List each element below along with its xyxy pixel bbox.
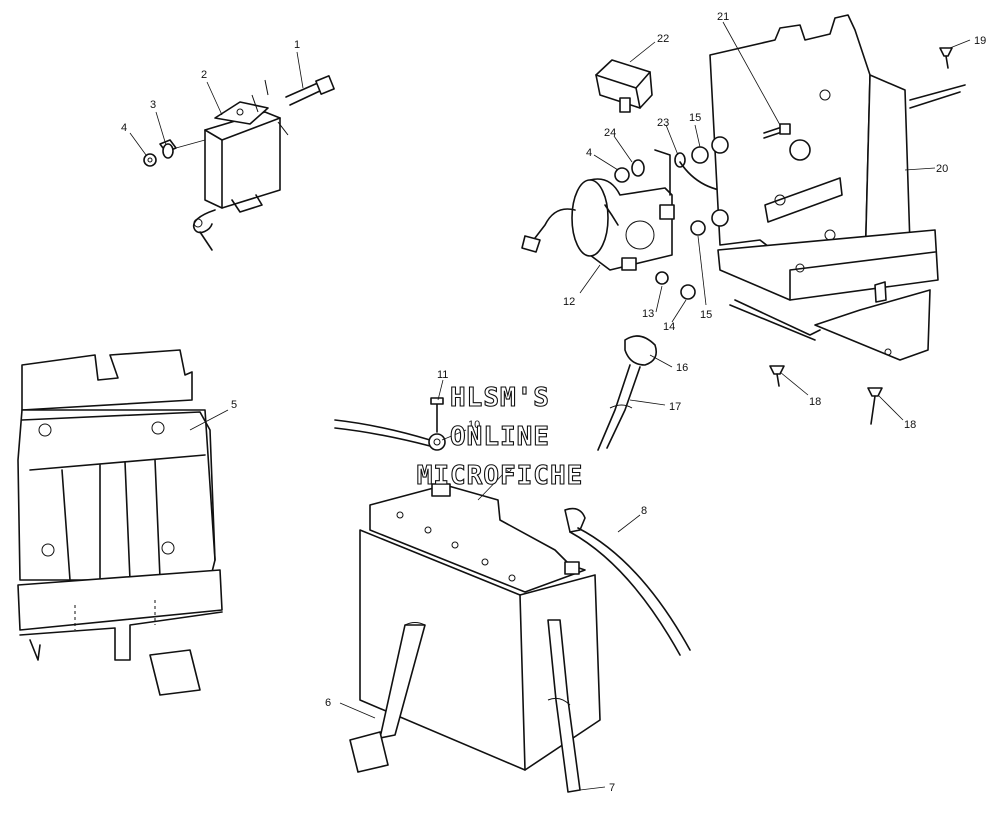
callout-23: 23 (657, 117, 669, 129)
callout-15-lower: 15 (700, 309, 712, 321)
callout-9: 9 (506, 463, 512, 475)
callout-18-right: 18 (904, 419, 916, 431)
leader-lines (129, 21, 971, 791)
watermark-line-1: HLSM'S (450, 383, 550, 413)
callout-15-upper: 15 (689, 112, 701, 124)
callout-5: 5 (231, 399, 237, 411)
callout-20: 20 (936, 163, 948, 175)
callout-2: 2 (201, 69, 207, 81)
watermark-line-2: ONLINE (450, 422, 550, 452)
callout-24: 24 (604, 127, 616, 139)
callout-17: 17 (669, 401, 681, 413)
callout-4-second: 4 (586, 147, 592, 159)
callout-16: 16 (676, 362, 688, 374)
callout-18-left: 18 (809, 396, 821, 408)
callout-8: 8 (641, 505, 647, 517)
solenoid-assembly (521, 59, 852, 300)
callout-3: 3 (150, 99, 156, 111)
watermark: HLSM'S ONLINE MICROFICHE (416, 382, 584, 491)
electrical-box (709, 14, 966, 425)
callout-1: 1 (294, 39, 300, 51)
watermark-line-3: MICROFICHE (417, 461, 584, 491)
callout-19: 19 (974, 35, 986, 47)
callout-12: 12 (563, 296, 575, 308)
battery (349, 483, 601, 793)
callout-labels: 1 2 3 4 5 6 7 8 9 10 11 12 13 14 15 15 1… (121, 11, 986, 794)
callout-22: 22 (657, 33, 669, 45)
battery-box (17, 349, 223, 696)
callout-14: 14 (663, 321, 675, 333)
callout-4: 4 (121, 122, 127, 134)
regulator-assembly (143, 75, 335, 251)
callout-13: 13 (642, 308, 654, 320)
cables (334, 335, 691, 656)
callout-6: 6 (325, 697, 331, 709)
callout-21: 21 (717, 11, 729, 23)
callout-11: 11 (437, 369, 448, 381)
callout-7: 7 (609, 782, 615, 794)
callout-10: 10 (468, 419, 480, 431)
